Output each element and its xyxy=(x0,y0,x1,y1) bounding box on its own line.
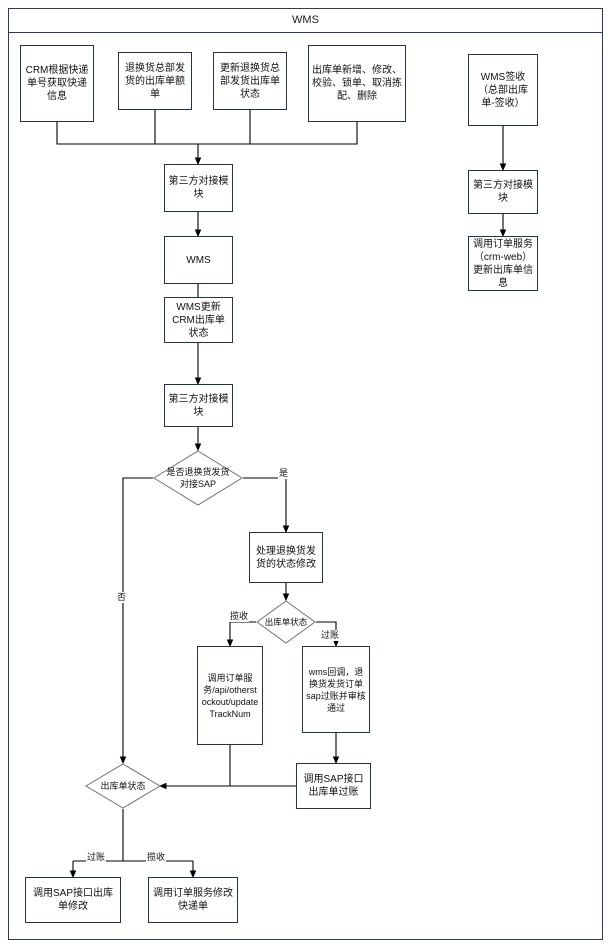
node-wms-callback-sap[interactable]: wms回调，退换货发货订单sap过账并审核通过 xyxy=(302,646,370,733)
edge-label-status1-left: 揽收 xyxy=(229,611,250,622)
node-handle-return-status-change[interactable]: 处理退换货发货的状态修改 xyxy=(249,532,323,583)
edge-label-status1-right: 过账 xyxy=(320,630,341,641)
node-call-sap-posting[interactable]: 调用SAP接口出库单过账 xyxy=(296,763,371,809)
edge-label-sap-no: 否 xyxy=(116,592,128,603)
node-call-sap-modify[interactable]: 调用SAP接口出库单修改 xyxy=(25,877,121,923)
diamond-shape xyxy=(256,600,316,644)
decision-outbound-status-upper-label: 出库单状态 xyxy=(264,617,308,627)
edge-label-status2-right: 揽收 xyxy=(146,852,167,863)
wms-container-title: WMS xyxy=(8,8,603,33)
decision-outbound-status-lower-label: 出库单状态 xyxy=(100,781,146,791)
node-call-order-service-track[interactable]: 调用订单服务/api/otherstockout/updateTrackNum xyxy=(197,646,263,745)
node-return-hq-outbound-order[interactable]: 退换货总部发货的出库单额单 xyxy=(118,52,192,110)
edge-label-sap-yes: 是 xyxy=(278,468,290,479)
node-wms-sign[interactable]: WMS签收（总部出库单-签收） xyxy=(468,54,538,126)
decision-outbound-status-lower[interactable]: 出库单状态 xyxy=(85,763,161,809)
diamond-shape xyxy=(153,450,243,506)
node-third-party-module-right[interactable]: 第三方对接模块 xyxy=(468,170,538,214)
decision-sap-dispatch[interactable]: 是否退换货发货对接SAP xyxy=(153,450,243,506)
node-crm-track-query[interactable]: CRM根据快递单号获取快递信息 xyxy=(20,45,94,122)
decision-sap-dispatch-label: 是否退换货发货对接SAP xyxy=(166,467,230,489)
node-update-return-hq-status[interactable]: 更新退换货总部发货出库单状态 xyxy=(213,52,287,110)
node-third-party-module-2[interactable]: 第三方对接模块 xyxy=(164,384,233,427)
edge-label-status2-left: 过账 xyxy=(86,852,107,863)
decision-outbound-status-upper[interactable]: 出库单状态 xyxy=(256,600,316,644)
node-call-order-service-modify[interactable]: 调用订单服务修改快递单 xyxy=(148,877,238,923)
wms-container-frame xyxy=(8,8,603,940)
node-call-order-service-crm-web[interactable]: 调用订单服务（crm-web）更新出库单信息 xyxy=(468,236,538,291)
node-wms-update-crm[interactable]: WMS更新CRM出库单状态 xyxy=(164,297,233,343)
node-wms[interactable]: WMS xyxy=(164,236,233,284)
node-outbound-order-ops[interactable]: 出库单新增、修改、校验、锁单、取消拣配、删除 xyxy=(308,45,406,122)
diamond-shape xyxy=(85,763,161,809)
node-third-party-module-1[interactable]: 第三方对接模块 xyxy=(164,164,233,212)
